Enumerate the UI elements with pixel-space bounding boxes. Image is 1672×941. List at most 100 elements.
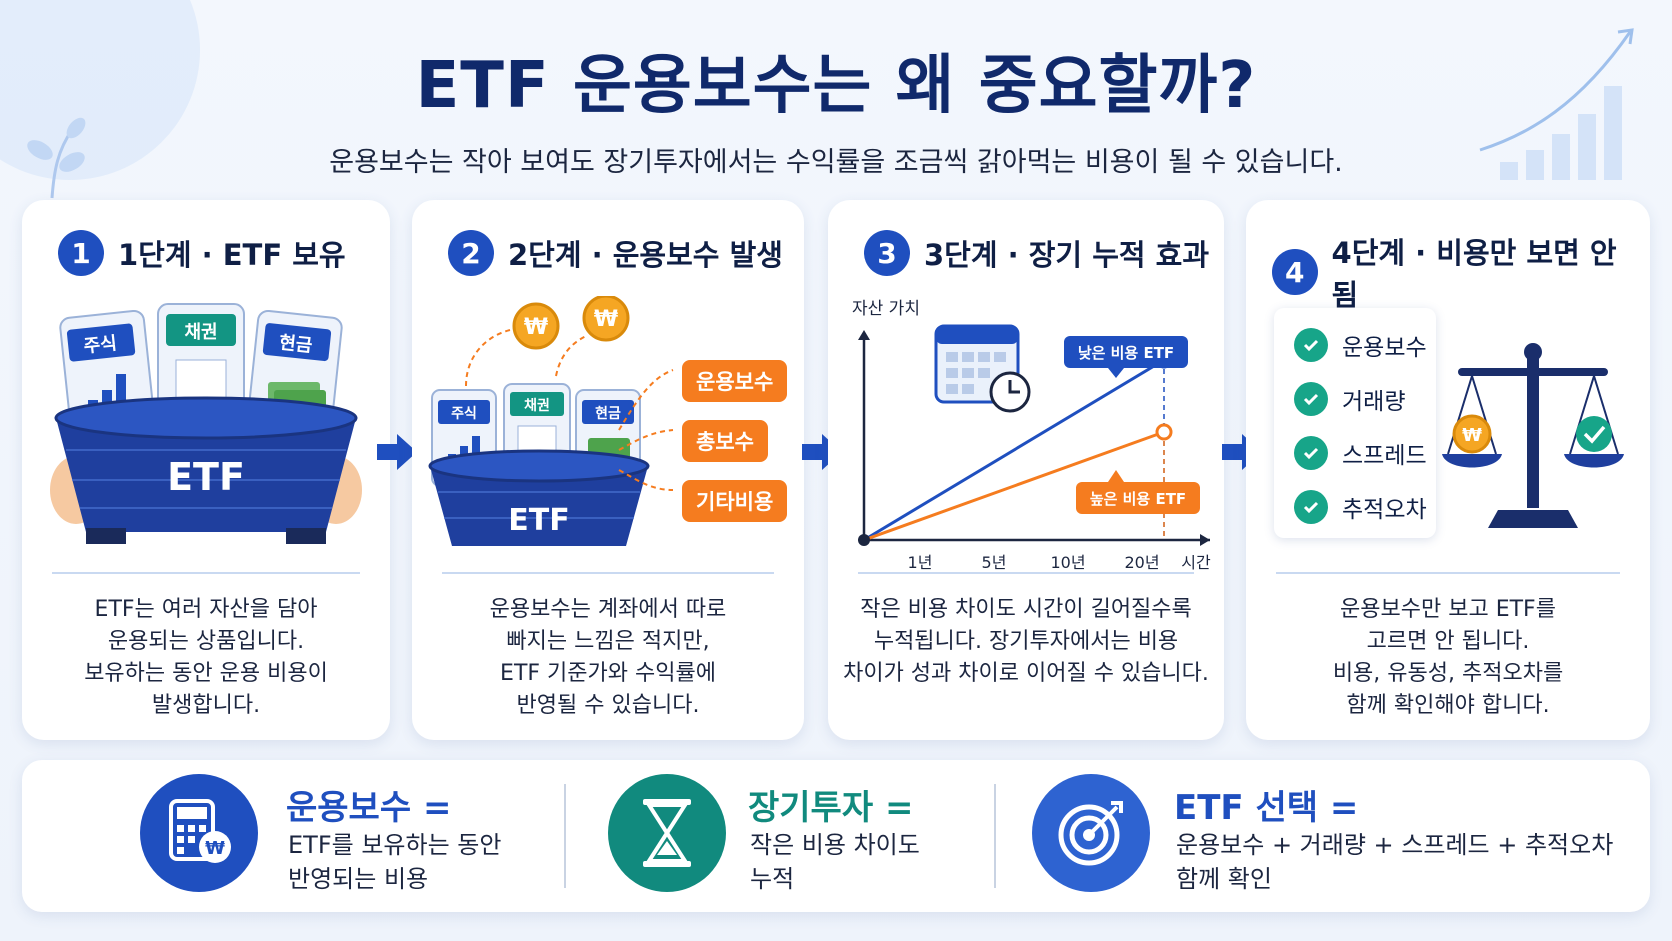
coin-icon: ₩ [205, 838, 225, 859]
page-title: ETF 운용보수는 왜 중요할까? [415, 49, 1257, 123]
step-card-1: 1 1단계 · ETF 보유 주식 채권 현금 [22, 200, 390, 740]
step-number-badge: 4 [1272, 249, 1318, 295]
step-number-badge: 3 [864, 230, 910, 276]
desc-line: 작은 비용 차이도 시간이 길어질수록 [860, 597, 1192, 622]
checklist-item: 스프레드 [1294, 436, 1427, 470]
chart-x-axis-ticks: 1년 5년 10년 20년 시간 [908, 553, 1211, 572]
step-title: 4단계 · 비용만 보면 안 됨 [1331, 236, 1617, 312]
desc-line: 함께 확인해야 합니다. [1346, 693, 1550, 718]
checklist-label: 운용보수 [1342, 335, 1427, 361]
desc-line: ETF 기준가와 수익률에 [500, 661, 716, 686]
summary-separator [564, 784, 566, 888]
desc-line: 차이가 성과 차이로 이어질 수 있습니다. [843, 661, 1209, 686]
step-card-2: 2 2단계 · 운용보수 발생 ₩ ₩ 주식 채권 현금 ETF [412, 200, 804, 740]
check-icon [1294, 382, 1328, 416]
chart-origin-point [858, 534, 870, 546]
fee-tag-other: 기타비용 [682, 480, 788, 522]
step-card-4: 4 4단계 · 비용만 보면 안 됨 운용보수 거래량 스프레드 추적오차 [1246, 200, 1650, 740]
desc-line: 보유하는 동안 운용 비용이 [84, 661, 328, 686]
step-arrow-icon [377, 434, 417, 470]
checklist-label: 스프레드 [1342, 443, 1427, 469]
series-line-1 [863, 430, 1165, 542]
x-tick-label: 20년 [1124, 553, 1159, 572]
summary-head-selection: ETF 선택 = [1174, 788, 1359, 828]
hourglass-icon [608, 774, 726, 892]
step-description: 운용보수만 보고 ETF를 고르면 안 됩니다. 비용, 유동성, 추적오차를 … [1256, 594, 1640, 722]
chart-y-axis-label: 자산 가치 [852, 299, 920, 319]
desc-line: ETF는 여러 자산을 담아 [94, 597, 318, 622]
asset-card-bond-label: 채권 [184, 322, 217, 343]
checklist-item: 추적오차 [1294, 490, 1427, 524]
balance-scale-icon: ₩ [1442, 343, 1624, 528]
check-icon [1294, 328, 1328, 362]
page-subtitle: 운용보수는 작아 보여도 장기투자에서는 수익률을 조금씩 갉아먹는 비용이 될… [329, 147, 1343, 178]
checklist-label: 거래량 [1342, 389, 1406, 415]
x-tick-label: 1년 [908, 553, 933, 572]
cost-growth-chart: 자산 가치 1년 5년 10년 20년 시간 낮은 비용 ETF [852, 299, 1211, 572]
asset-card-stock-label: 주식 [451, 406, 477, 422]
asset-card-stock-label: 주식 [83, 333, 118, 357]
step-title: 1단계 · ETF 보유 [118, 238, 346, 272]
desc-line: 반영될 수 있습니다. [516, 693, 700, 718]
target-icon [1032, 774, 1150, 892]
summary-line: 함께 확인 [1176, 865, 1272, 893]
asset-card-bond-label: 채권 [524, 398, 550, 414]
summary-body-fee: ETF를 보유하는 동안 반영되는 비용 [288, 828, 501, 896]
summary-separator [994, 784, 996, 888]
step-card-3: 3 3단계 · 장기 누적 효과 자산 가치 1년 5년 10년 20년 시간 [828, 200, 1224, 740]
summary-line: 반영되는 비용 [288, 865, 429, 893]
x-tick-label: 10년 [1050, 553, 1085, 572]
summary-head-fee: 운용보수 = [286, 788, 452, 828]
asset-card-cash-label: 현금 [278, 332, 313, 356]
series-end-point-1 [1155, 423, 1173, 441]
series-label-high-bg [1076, 482, 1200, 514]
growth-chart-decoration-icon [1479, 28, 1634, 180]
calendar-clock-icon [934, 324, 1031, 413]
step-number-badge: 2 [448, 230, 494, 276]
coin-icon: ₩ [524, 315, 548, 340]
checklist-panel: 운용보수 거래량 스프레드 추적오차 [1274, 308, 1436, 538]
summary-bar: ₩ 운용보수 = ETF를 보유하는 동안 반영되는 비용 장기투자 = 작은 … [22, 760, 1650, 912]
desc-line: 비용, 유동성, 추적오차를 [1332, 661, 1564, 686]
checklist-item: 운용보수 [1294, 328, 1427, 362]
step-description: ETF는 여러 자산을 담아 운용되는 상품입니다. 보유하는 동안 운용 비용… [32, 594, 380, 722]
fee-tag-total: 총보수 [682, 420, 768, 462]
series-label-high: 높은 비용 ETF [1090, 490, 1186, 508]
card-divider [442, 572, 774, 574]
x-tick-label: 5년 [982, 553, 1007, 572]
etf-basket-illustration: 주식 채권 현금 ETF [50, 303, 362, 544]
asset-card-cash-label: 현금 [595, 406, 621, 422]
desc-line: 발생합니다. [151, 693, 261, 718]
desc-line: 운용보수는 계좌에서 따로 [489, 597, 727, 622]
summary-body-selection: 운용보수 + 거래량 + 스프레드 + 추적오차 함께 확인 [1176, 828, 1613, 896]
basket-label: ETF [508, 503, 569, 538]
leaf-decoration-icon [27, 117, 86, 199]
checklist-label: 추적오차 [1342, 497, 1427, 523]
card-divider [858, 572, 1194, 574]
fee-arrows [618, 369, 674, 491]
step-title: 2단계 · 운용보수 발생 [508, 238, 783, 272]
fee-flow-illustration: ₩ ₩ 주식 채권 현금 ETF [428, 296, 650, 546]
calculator-icon: ₩ [140, 774, 258, 892]
step-title: 3단계 · 장기 누적 효과 [924, 238, 1210, 272]
step-number-badge: 1 [58, 230, 104, 276]
card-divider [1276, 572, 1620, 574]
summary-body-longterm: 작은 비용 차이도 누적 [750, 828, 920, 896]
x-axis-label: 시간 [1181, 553, 1211, 572]
series-label-low-bg [1064, 336, 1188, 368]
summary-head-longterm: 장기투자 = [748, 788, 914, 828]
check-icon [1294, 490, 1328, 524]
card-divider [52, 572, 360, 574]
series-line-0 [863, 358, 1165, 542]
series-label-low: 낮은 비용 ETF [1078, 344, 1174, 362]
coin-icon: ₩ [594, 307, 618, 332]
step-description: 작은 비용 차이도 시간이 길어질수록 누적됩니다. 장기투자에서는 비용 차이… [838, 594, 1214, 690]
desc-line: 누적됩니다. 장기투자에서는 비용 [873, 629, 1179, 654]
step-description: 운용보수는 계좌에서 따로 빠지는 느낌은 적지만, ETF 기준가와 수익률에… [422, 594, 794, 722]
desc-line: 운용보수만 보고 ETF를 [1340, 597, 1556, 622]
fee-tag-management: 운용보수 [682, 360, 788, 402]
desc-line: 빠지는 느낌은 적지만, [506, 629, 710, 654]
desc-line: 고르면 안 됩니다. [1366, 629, 1530, 654]
summary-line: 누적 [750, 865, 795, 893]
check-icon [1294, 436, 1328, 470]
